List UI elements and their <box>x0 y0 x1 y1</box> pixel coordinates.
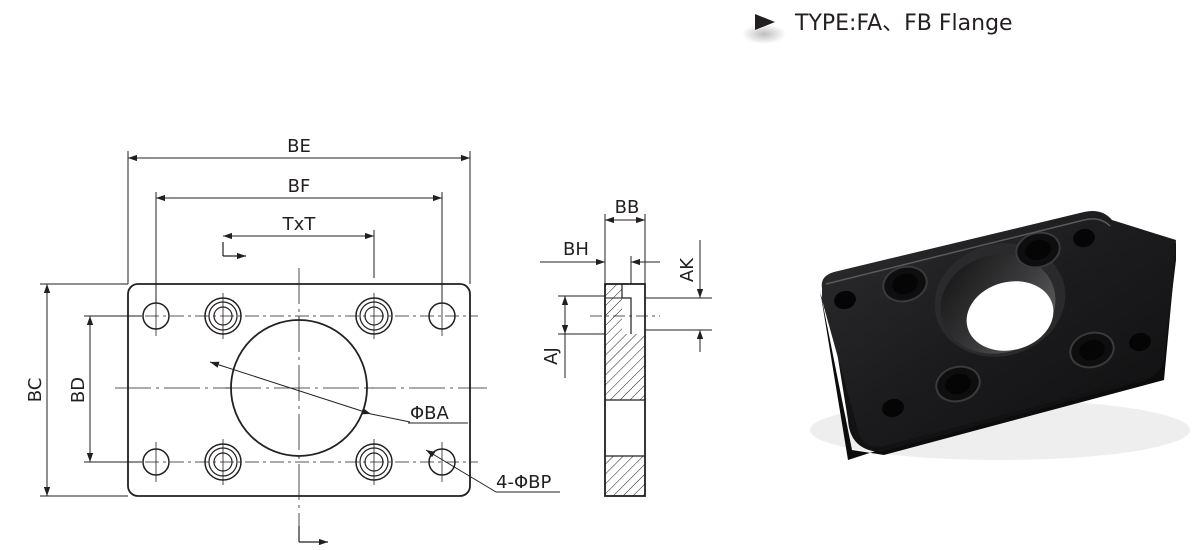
leader-ba <box>209 361 468 424</box>
dim-txt <box>223 230 375 278</box>
dim-bf <box>155 192 443 303</box>
dim-bc <box>40 283 128 497</box>
title-group: TYPE:FA、FB Flange <box>742 11 1013 44</box>
dim-bb <box>604 214 646 284</box>
label-bc: BC <box>25 378 46 403</box>
section-mark-top <box>222 242 246 260</box>
counterbore-top-left <box>204 297 242 335</box>
leader-bp <box>425 449 560 493</box>
plate-front-edge <box>820 242 1176 452</box>
page-title: TYPE:FA、FB Flange <box>794 11 1013 36</box>
label-bh: BH <box>563 239 589 260</box>
front-view <box>40 151 560 546</box>
label-bb: BB <box>615 197 640 218</box>
photo-bore-inner-highlight <box>966 281 1054 351</box>
dim-ak <box>645 240 712 352</box>
title-shadow <box>742 24 786 44</box>
dim-bd <box>84 315 142 463</box>
dim-aj <box>558 295 605 378</box>
label-bf: BF <box>288 176 311 197</box>
side-hatch-lower <box>605 456 645 496</box>
bp-hole-bottom-right <box>428 448 456 476</box>
label-aj: AJ <box>541 347 562 365</box>
label-ak: AK <box>677 257 698 282</box>
counterbore-bottom-left <box>204 443 242 481</box>
label-txt: TxT <box>282 214 317 235</box>
bp-hole-bottom-left <box>142 448 170 476</box>
counterbore-top-right <box>355 297 393 335</box>
play-triangle-icon <box>755 14 775 30</box>
label-bd: BD <box>68 377 89 403</box>
dim-bh <box>540 256 660 284</box>
plate-edge-highlight <box>825 218 1111 285</box>
side-view <box>540 214 712 497</box>
label-bp: 4-ΦBP <box>496 472 551 493</box>
label-ba: ΦBA <box>410 403 450 424</box>
flange-photo <box>810 211 1190 460</box>
side-counterbore-step <box>621 284 632 334</box>
label-be: BE <box>287 136 311 157</box>
photo-holes <box>834 228 1151 418</box>
counterbore-bottom-right <box>355 443 393 481</box>
dim-be <box>127 151 471 284</box>
section-mark-bottom <box>298 526 328 546</box>
side-hatch-upper-small <box>605 284 622 334</box>
side-hatch-upper <box>605 334 645 400</box>
